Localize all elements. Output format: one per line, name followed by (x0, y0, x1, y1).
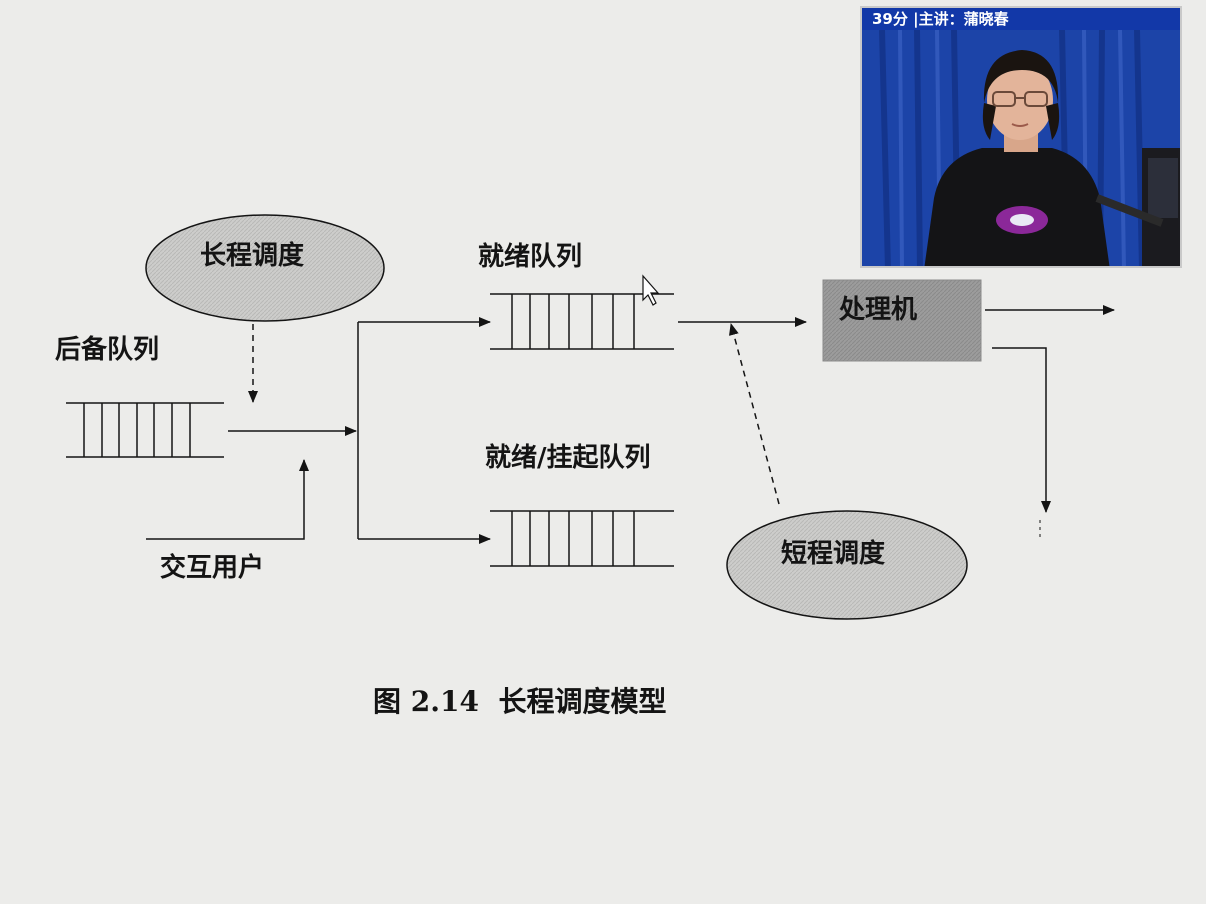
short-term-dashed-arrow (729, 323, 780, 505)
long-term-scheduling-label: 长程调度 (200, 240, 304, 271)
lecturer-video: 39分 |主讲：蒲晓春 (860, 6, 1182, 268)
ready-queue-label: 就绪队列 (478, 241, 582, 272)
processor-label: 处理机 (838, 295, 917, 325)
short-term-scheduling-ellipse (726, 510, 968, 620)
processor-box (822, 279, 982, 362)
interactive-user-path (146, 459, 309, 540)
figure-caption: 图 2.14 长程调度模型 (373, 685, 666, 718)
long-term-scheduling-ellipse (145, 214, 385, 322)
processor-down-path (992, 347, 1051, 513)
backup-queue (66, 402, 224, 458)
ready-queue (490, 293, 674, 350)
video-caption-bar: 39分 |主讲：蒲晓春 (862, 8, 1180, 30)
ready-suspend-queue-label: 就绪/挂起队列 (485, 442, 651, 473)
interactive-user-label: 交互用户 (160, 552, 264, 583)
video-caption-text: 39分 |主讲：蒲晓春 (872, 10, 1009, 28)
ready-suspend-queue (490, 510, 674, 567)
short-term-scheduling-label: 短程调度 (781, 538, 885, 569)
backup-queue-label: 后备队列 (55, 335, 159, 365)
mouse-cursor-icon (642, 274, 660, 306)
lecturer-video-frame (862, 8, 1180, 266)
